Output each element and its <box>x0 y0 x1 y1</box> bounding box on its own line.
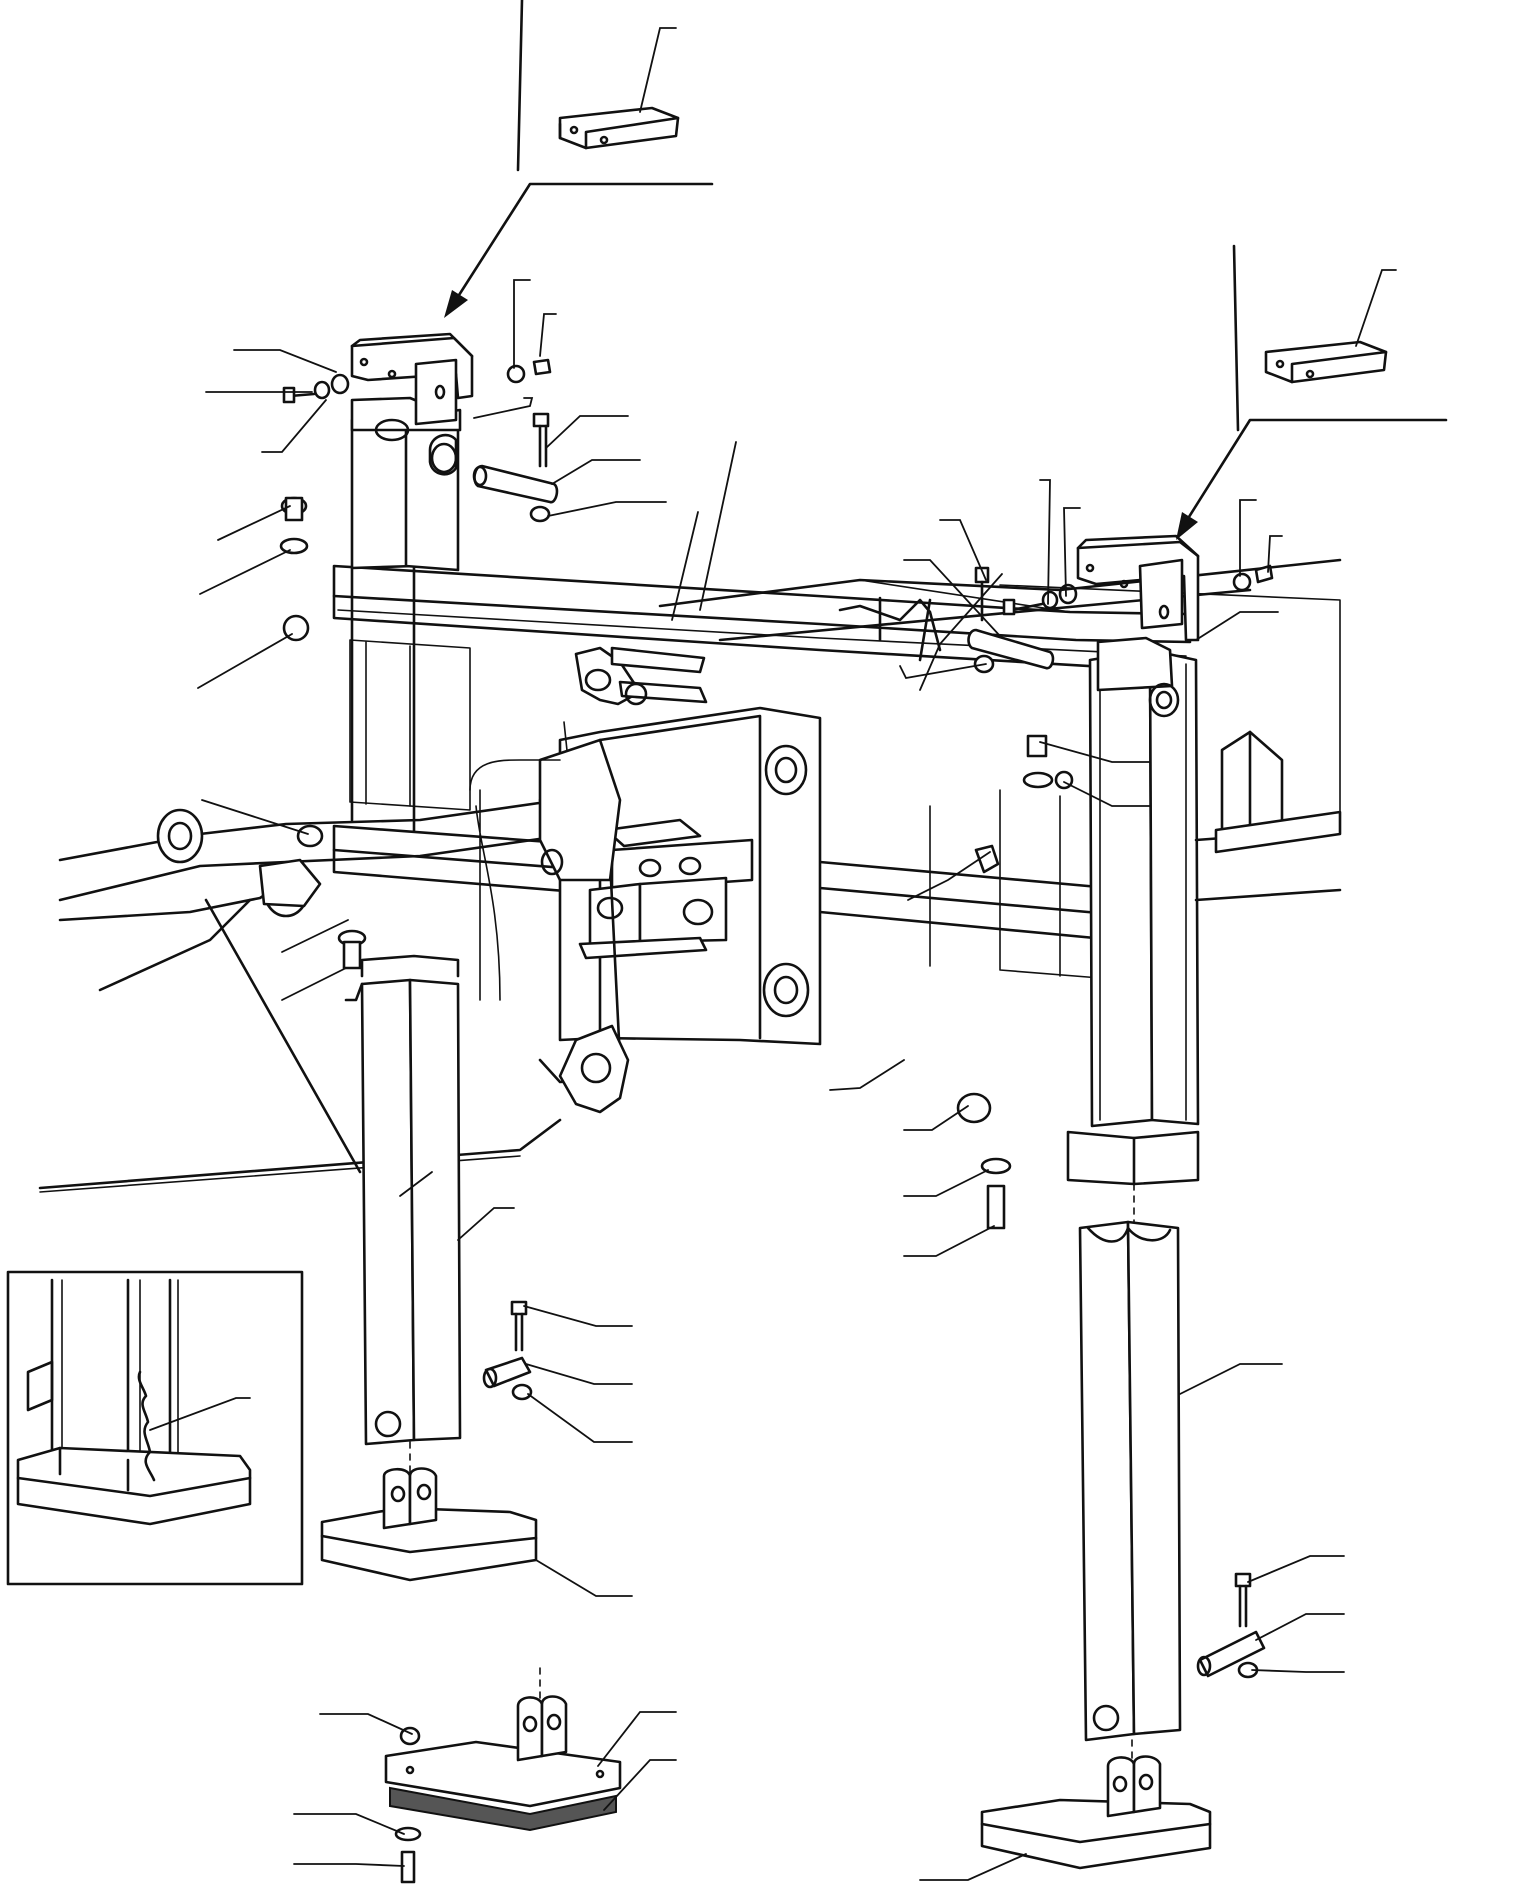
left-foot-plate <box>320 1467 538 1582</box>
right-top-holder <box>1076 534 1200 642</box>
pivot-assembly <box>558 646 822 1046</box>
left-leg-post <box>344 954 462 1446</box>
center-lines <box>409 1183 1135 1761</box>
callout-leaders <box>197 279 1345 1881</box>
cover-plate-right <box>1264 340 1388 384</box>
arrow-left <box>444 0 714 318</box>
left-top-holder <box>350 332 474 426</box>
detail-inset <box>6 1270 304 1586</box>
cover-plate-left <box>558 106 680 150</box>
rubber-pad-plate <box>384 1695 622 1832</box>
boom-arm <box>38 738 630 1193</box>
main-frame <box>332 396 1342 1186</box>
right-foot-plate <box>980 1755 1212 1870</box>
right-leg-post <box>1078 1220 1182 1742</box>
callout-leader <box>639 27 677 113</box>
callout-leader <box>1355 269 1397 347</box>
arrow-right <box>1176 244 1448 540</box>
